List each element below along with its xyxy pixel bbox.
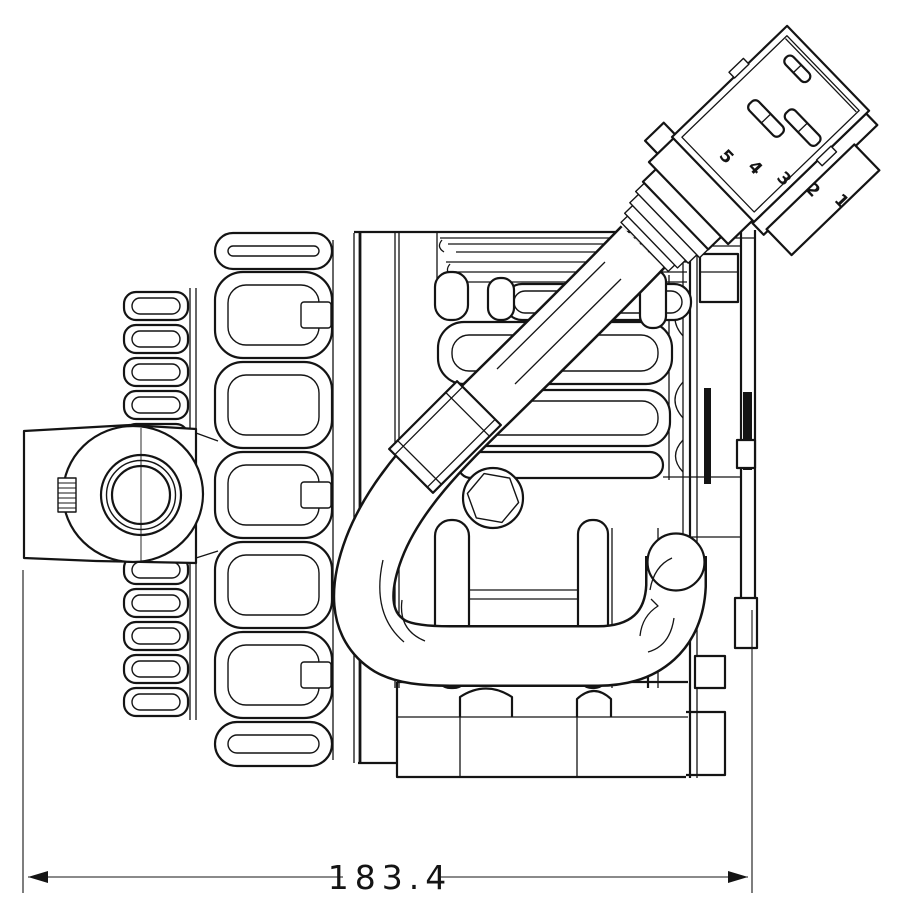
arrowhead-left — [28, 871, 48, 883]
small-fin-inner — [131, 561, 181, 579]
small-fin-inner — [131, 660, 181, 678]
knurl-pin — [57, 477, 77, 513]
electrical-connector: 5 4 3 2 1 — [620, 24, 881, 273]
small-fin-inner — [131, 627, 181, 645]
top-fin — [433, 270, 470, 322]
small-fin-inner — [131, 297, 181, 315]
terminal-slots — [747, 54, 822, 147]
connector-key — [815, 145, 838, 167]
mounting-lug — [22, 423, 219, 565]
connector-key — [728, 57, 750, 79]
dark-rib — [704, 388, 711, 484]
side-tab — [735, 438, 757, 470]
side-tab — [733, 596, 759, 650]
fin-clip — [300, 661, 332, 689]
small-fin-inner — [131, 594, 181, 612]
side-tab — [693, 654, 727, 690]
hose-fill — [335, 227, 705, 685]
elbow-lines — [639, 557, 675, 653]
connector-latch — [641, 112, 881, 257]
top-fin — [486, 276, 516, 322]
connector-body-inner — [681, 35, 860, 213]
hose-end-dome — [646, 532, 706, 592]
fin-inner — [227, 734, 320, 754]
dark-rib — [743, 392, 752, 470]
main-fin-stack — [213, 231, 334, 768]
bolt-hex — [466, 472, 520, 524]
hex-bolt — [461, 466, 525, 530]
cable-lines — [496, 261, 622, 385]
fin-inner — [227, 374, 320, 436]
hose-assembly — [332, 225, 707, 687]
small-fin-inner — [131, 693, 181, 711]
bend-lines — [379, 559, 426, 643]
fin-clip — [300, 301, 332, 329]
small-fin-inner — [131, 363, 181, 381]
arrowhead-right — [728, 871, 748, 883]
hose-clamp — [388, 380, 502, 494]
fin-clip — [300, 481, 332, 509]
dimension-annotation: 183.4 — [22, 570, 753, 897]
bracket-tab — [698, 252, 740, 304]
base-plate — [358, 680, 727, 779]
fin-inner — [227, 554, 320, 616]
dimension-value: 183.4 — [328, 858, 452, 897]
bellows — [620, 181, 710, 273]
small-fin-inner — [131, 396, 181, 414]
small-fin-inner — [131, 330, 181, 348]
line — [438, 239, 445, 253]
fin-inner — [227, 245, 320, 257]
